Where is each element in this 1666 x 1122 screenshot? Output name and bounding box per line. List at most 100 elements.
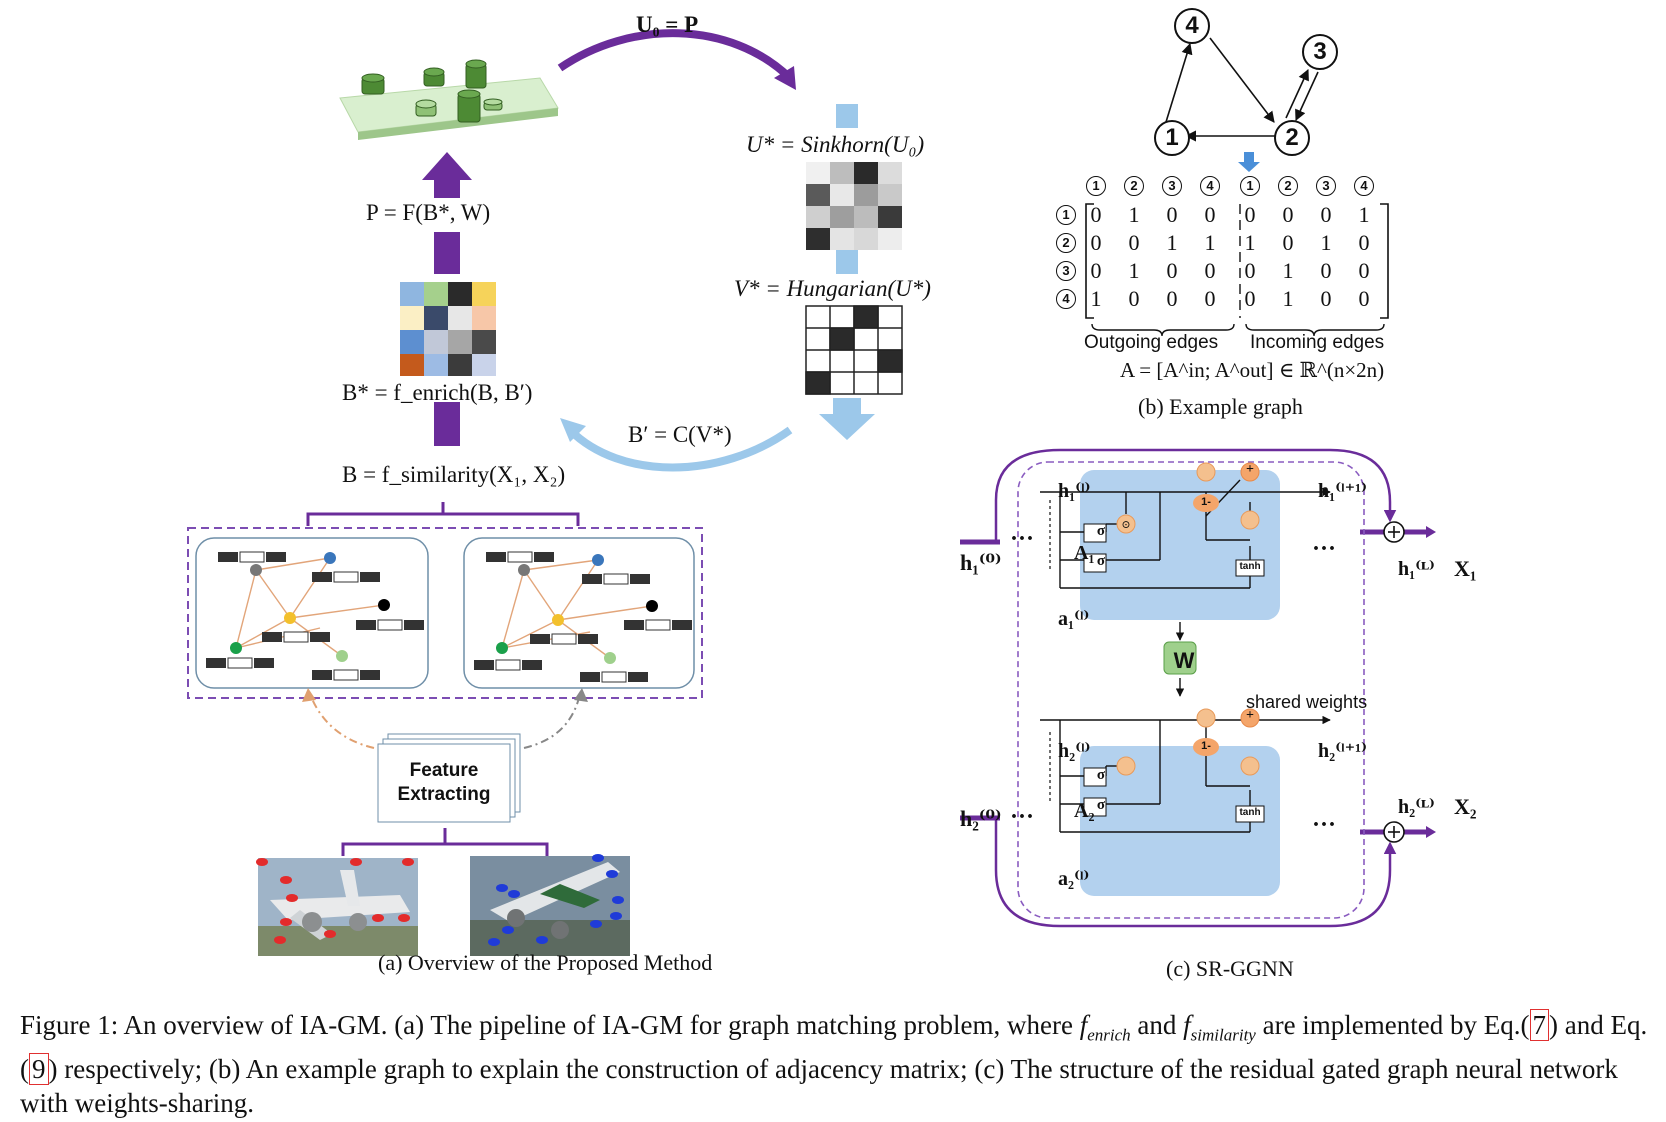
- panel-b-graph: [1165, 37, 1319, 142]
- right-airplane-image: [470, 854, 630, 956]
- svg-text:⊙: ⊙: [1121, 519, 1130, 531]
- u-star-matrix: [806, 162, 902, 250]
- matrix-cell: 1: [1166, 230, 1178, 255]
- blue-arrow-icon: [1244, 152, 1254, 162]
- matrix-col-header: 2: [1278, 176, 1298, 196]
- h1-l1-label: h₁⁽ˡ⁺¹⁾: [1318, 480, 1368, 502]
- matrix-col-header: 3: [1162, 176, 1182, 196]
- right-graph: [496, 554, 658, 664]
- matrix-cell: 1: [1090, 286, 1102, 311]
- matrix-cell: 1: [1282, 286, 1294, 311]
- X1-label: X₁: [1454, 556, 1477, 581]
- left-airplane-image: [256, 858, 418, 956]
- dots-2: ···: [1312, 536, 1337, 562]
- X2-label: X₂: [1454, 794, 1477, 819]
- panel-b-caption: (b) Example graph: [1138, 394, 1303, 419]
- matrix-cell: 0: [1128, 230, 1140, 255]
- blue-arrow-head-icon: [1238, 162, 1260, 172]
- caption-f-enrich-sub: enrich: [1087, 1025, 1131, 1045]
- matrix-cell: 1: [1204, 230, 1216, 255]
- matrix-cell: 0: [1244, 258, 1256, 283]
- eq-b: B = f_similarity(X₁, X₂): [342, 462, 566, 487]
- matrix-cell: 0: [1204, 286, 1216, 311]
- shared-weights-label: shared weights: [1246, 692, 1368, 712]
- matrix-cell: 0: [1090, 202, 1102, 227]
- feature-extracting-box: [377, 733, 521, 823]
- matrix-col-header: 3: [1316, 176, 1336, 196]
- h1-l-label: h₁⁽ˡ⁾: [1058, 480, 1091, 502]
- blue-down-arrow-icon: [819, 398, 875, 440]
- matrix-cell: 0: [1128, 286, 1140, 311]
- image-bracket: [341, 828, 549, 856]
- eq-ref-7-link[interactable]: 7: [1529, 1009, 1549, 1041]
- matrix-cell: 1: [1244, 230, 1256, 255]
- graph-node-1: 1: [1154, 120, 1190, 156]
- matrix-cell: 1: [1358, 202, 1370, 227]
- matrix-cell: 0: [1166, 286, 1178, 311]
- eq-u0: U₀ = P: [636, 12, 699, 37]
- sigma-4: σ: [1096, 797, 1106, 813]
- caption-part-1: Figure 1: An overview of IA-GM. (a) The …: [20, 1010, 1080, 1040]
- feature-extracting-label-1: Feature: [409, 760, 479, 781]
- panel-c-caption: (c) SR-GGNN: [1166, 956, 1294, 981]
- up-arrow-icon: [422, 152, 472, 198]
- dash-curve-left: [309, 693, 375, 749]
- matrix-cell: 0: [1358, 258, 1370, 283]
- left-graph: [230, 552, 390, 662]
- h2-l-label: h₂⁽ˡ⁾: [1058, 740, 1091, 762]
- matrix-cell: 0: [1320, 202, 1332, 227]
- matrix-cell: 0: [1358, 286, 1370, 311]
- blue-bar-2: [836, 246, 858, 274]
- matrix-col-header: 4: [1200, 176, 1220, 196]
- matrix-cell: 0: [1090, 230, 1102, 255]
- h2-L-label: h₂⁽ᴸ⁾: [1398, 796, 1435, 818]
- graph-node-4: 4: [1174, 8, 1210, 44]
- matrix-cell: 0: [1282, 202, 1294, 227]
- incoming-edges-label: Incoming edges: [1250, 332, 1385, 353]
- graph-node-3: 3: [1302, 34, 1338, 70]
- plus-1: +: [1246, 462, 1254, 477]
- matrix-cell: 0: [1320, 258, 1332, 283]
- feature-extracting-label-2: Extracting: [397, 784, 491, 805]
- A2-label: A₂: [1074, 800, 1095, 822]
- dots-4: ···: [1312, 812, 1337, 838]
- adjacency-formula: A = [A^in; A^out] ∈ ℝ^(n×2n): [1120, 358, 1385, 382]
- caption-part-3: ) and Eq.(: [20, 1010, 1648, 1085]
- h1-L-label: h₁⁽ᴸ⁾: [1398, 558, 1435, 580]
- panel-c-diagram: ⊙: [960, 448, 1436, 928]
- matrix-cell: 0: [1358, 230, 1370, 255]
- matrix-col-header: 1: [1240, 176, 1260, 196]
- w-label: W: [1173, 648, 1195, 673]
- a2-l-label: a₂⁽ˡ⁾: [1058, 868, 1090, 890]
- one-minus-1: 1-: [1201, 496, 1211, 508]
- matrix-cell: 1: [1320, 230, 1332, 255]
- eq-v-star: V* = Hungarian(U*): [734, 276, 931, 301]
- matrix-row-header: 3: [1056, 261, 1076, 281]
- eq-ref-9-link[interactable]: 9: [29, 1053, 49, 1086]
- sigma-2: σ: [1096, 553, 1106, 569]
- matrix-col-header: 2: [1124, 176, 1144, 196]
- matrix-cell: 1: [1128, 202, 1140, 227]
- one-minus-2: 1-: [1201, 740, 1211, 752]
- matrix-cell: 0: [1204, 202, 1216, 227]
- matrix-row-header: 2: [1056, 233, 1076, 253]
- caption-part-4: ) respectively; (b) An example graph to …: [20, 1054, 1618, 1119]
- caption-f-sim: f: [1183, 1010, 1191, 1040]
- matrix-cell: 0: [1244, 286, 1256, 311]
- matrix-cell: 0: [1244, 202, 1256, 227]
- matrix-cell: 0: [1166, 258, 1178, 283]
- matrix-brackets: [1085, 203, 1389, 337]
- purple-bar-bottom: [434, 402, 460, 446]
- tanh-2: tanh: [1239, 807, 1261, 818]
- h2-0-label: h₂⁽⁰⁾: [960, 806, 1002, 831]
- b-star-matrix: [400, 282, 496, 376]
- matrix-cell: 0: [1090, 258, 1102, 283]
- node-feature-boxes: [206, 551, 692, 683]
- matrix-cell: 1: [1282, 258, 1294, 283]
- graph-node-2: 2: [1274, 120, 1310, 156]
- eq-p: P = F(B*, W): [366, 200, 491, 225]
- plus-2: +: [1246, 708, 1254, 723]
- matching-platform-icon: [339, 59, 559, 140]
- eq-b-star: B* = f_enrich(B, B′): [342, 380, 533, 405]
- figure-caption: Figure 1: An overview of IA-GM. (a) The …: [20, 1008, 1650, 1120]
